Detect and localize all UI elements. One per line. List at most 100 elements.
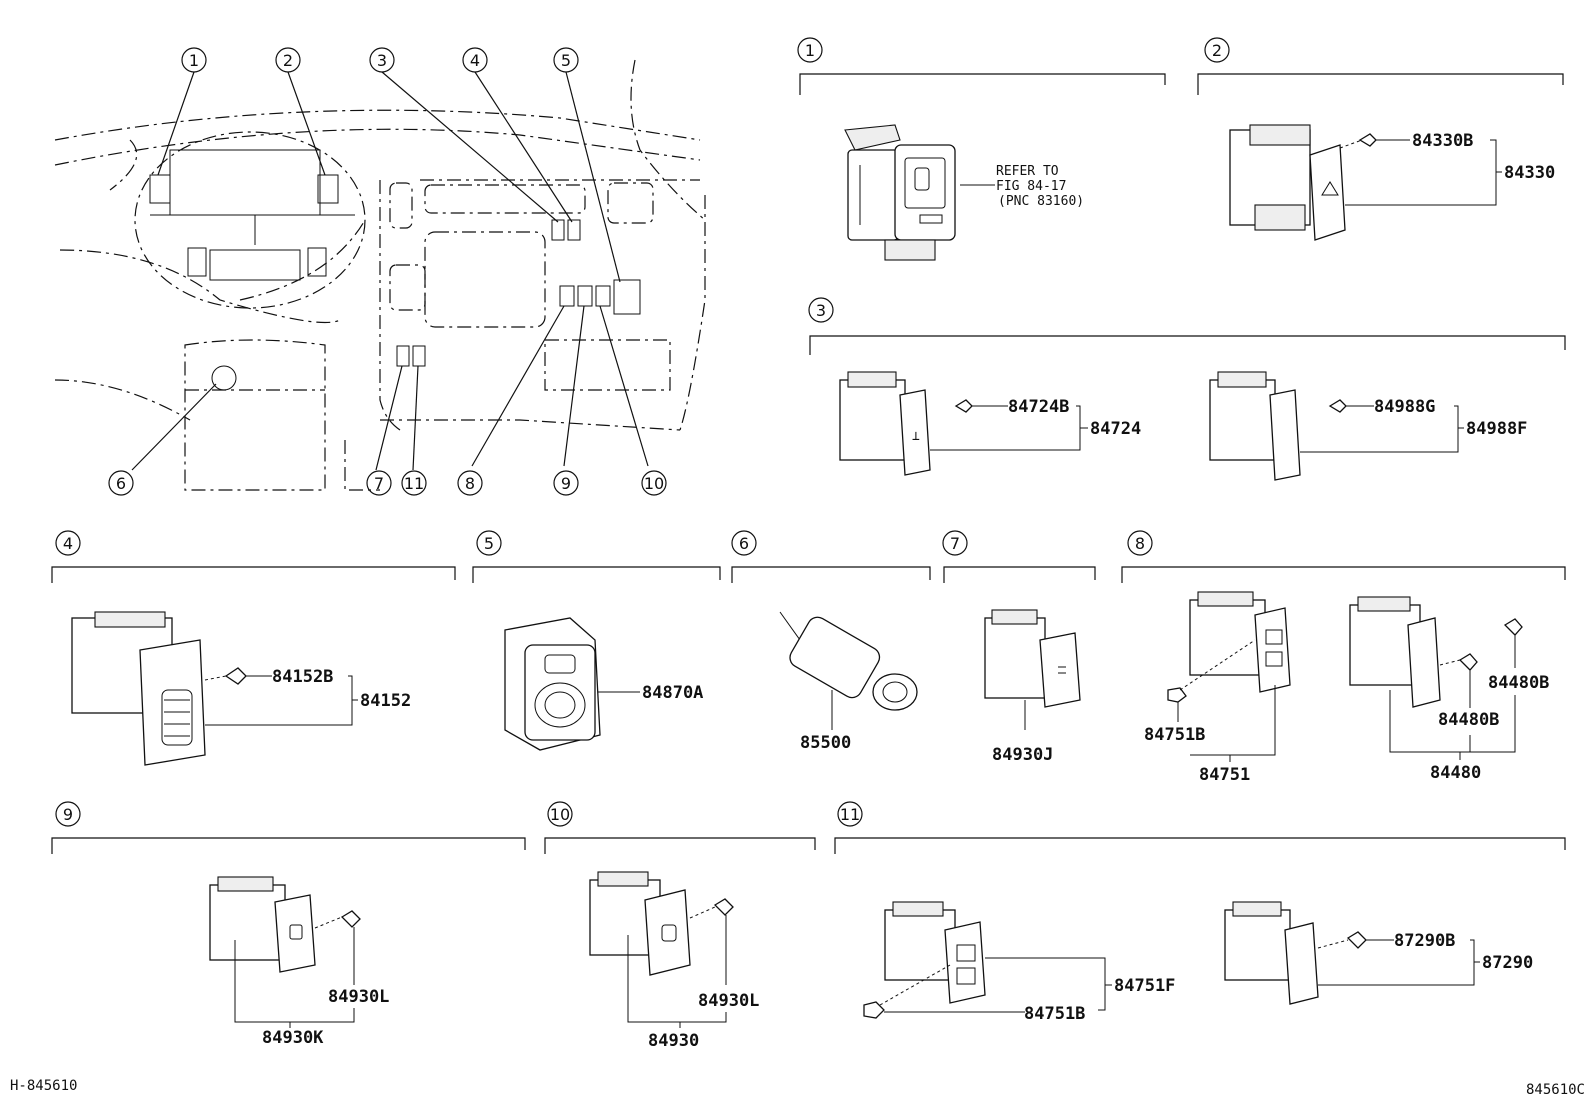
screw-87290B [1346, 931, 1367, 949]
screw-84152B [224, 667, 247, 685]
section-5-label: 5 [484, 534, 494, 553]
part-84930L-9: 84930L [328, 987, 389, 1007]
overview-callouts: 1 2 3 4 5 6 7 11 8 9 10 [108, 47, 667, 496]
callout-1: 1 [181, 47, 207, 73]
callout-4: 4 [462, 47, 488, 73]
refer-line-1: REFER TO [996, 164, 1059, 179]
part-84930J: 84930J [992, 745, 1053, 765]
part-87290: 87290 [1482, 953, 1533, 973]
svg-text:9: 9 [561, 474, 571, 493]
switch-part-2 [1229, 124, 1346, 241]
section-9-label: 9 [63, 805, 73, 824]
section-10: 10 84930L 84930 [544, 801, 816, 1051]
switch-part-87290 [1224, 901, 1319, 1005]
part-87290B: 87290B [1394, 931, 1455, 951]
section-11: 11 84751F 84751B 87290B 87290 [834, 801, 1566, 1024]
part-84930K: 84930K [262, 1028, 324, 1048]
switch-part-84930J [984, 609, 1081, 708]
section-4-label: 4 [63, 534, 73, 553]
switch-part-84152 [71, 611, 206, 766]
section-4: 4 84152B 84152 [51, 530, 456, 766]
section-3-label: 3 [816, 301, 826, 320]
part-84152B: 84152B [272, 667, 333, 687]
part-84751: 84751 [1199, 765, 1250, 785]
cigarette-lighter-85500 [779, 611, 918, 711]
screw-84930L-9 [340, 910, 361, 928]
svg-text:5: 5 [561, 51, 571, 70]
part-84480: 84480 [1430, 763, 1481, 783]
svg-text:8: 8 [465, 474, 475, 493]
part-84480B-center: 84480B [1438, 710, 1499, 730]
section-1-label: 1 [805, 41, 815, 60]
svg-text:7: 7 [374, 474, 384, 493]
callout-10: 10 [641, 470, 667, 496]
section-10-label: 10 [550, 805, 570, 824]
screw-84724B [954, 399, 973, 413]
screw-84480B-b [1503, 618, 1523, 636]
part-84930: 84930 [648, 1031, 699, 1051]
part-84480B-right: 84480B [1488, 673, 1549, 693]
part-84870A: 84870A [642, 683, 703, 703]
part-84988G: 84988G [1374, 397, 1435, 417]
section-7: 7 84930J [942, 530, 1096, 765]
switch-part-84751 [1189, 591, 1291, 693]
part-84152: 84152 [360, 691, 411, 711]
svg-text:10: 10 [644, 474, 664, 493]
section-6: 6 85500 [731, 530, 931, 753]
section-2: 2 84330B 84330 [1197, 37, 1564, 241]
part-84751B: 84751B [1144, 725, 1205, 745]
callout-11: 11 [401, 470, 427, 496]
part-84724: 84724 [1090, 419, 1141, 439]
part-84724B: 84724B [1008, 397, 1069, 417]
dashboard-overview [54, 59, 706, 491]
callout-3: 3 [369, 47, 395, 73]
refer-line-3: (PNC 83160) [998, 194, 1084, 209]
callout-6: 6 [108, 470, 134, 496]
part-84751B-11: 84751B [1024, 1004, 1085, 1024]
screw-84930L-10 [713, 898, 734, 916]
section-2-label: 2 [1212, 41, 1222, 60]
section-1: 1 REFER TO FIG 84-17 (PNC 83160) [797, 37, 1166, 261]
part-85500: 85500 [800, 733, 851, 753]
screw-84751B [1167, 687, 1187, 703]
part-84330: 84330 [1504, 163, 1555, 183]
refer-line-2: FIG 84-17 [996, 179, 1066, 194]
screw-84988G [1328, 399, 1347, 413]
part-84751F: 84751F [1114, 976, 1175, 996]
switch-part-1 [844, 124, 956, 261]
part-84330B: 84330B [1412, 131, 1473, 151]
svg-text:2: 2 [283, 51, 293, 70]
section-3: 3 ⊥ 84724B 84724 84988G 84988F [808, 297, 1566, 481]
callout-2: 2 [275, 47, 301, 73]
part-84930L-10: 84930L [698, 991, 759, 1011]
doc-id-left: H-845610 [10, 1078, 77, 1094]
section-6-label: 6 [739, 534, 749, 553]
switch-part-84480 [1349, 596, 1441, 708]
svg-text:6: 6 [116, 474, 126, 493]
screw-84330B [1358, 133, 1377, 147]
svg-text:3: 3 [377, 51, 387, 70]
svg-text:1: 1 [189, 51, 199, 70]
screw-84751B-11 [863, 1001, 885, 1019]
section-8: 8 84751B 84751 84480B 84480B 8448 [1121, 530, 1566, 785]
callout-7: 7 [366, 470, 392, 496]
section-5: 5 84870A [472, 530, 721, 751]
switch-part-84724: ⊥ [839, 371, 931, 476]
switch-part-84930K [209, 876, 316, 973]
doc-id-right: 845610C [1526, 1082, 1585, 1098]
switch-part-84751F [884, 901, 986, 1004]
section-8-label: 8 [1135, 534, 1145, 553]
screw-84480B-a [1458, 653, 1478, 671]
callout-9: 9 [553, 470, 579, 496]
svg-text:⊥: ⊥ [912, 429, 920, 444]
svg-text:11: 11 [404, 474, 424, 493]
switch-part-84988 [1209, 371, 1301, 481]
svg-text:4: 4 [470, 51, 480, 70]
section-11-label: 11 [840, 805, 860, 824]
part-84988F: 84988F [1466, 419, 1527, 439]
section-7-label: 7 [950, 534, 960, 553]
switch-part-84930 [589, 871, 691, 976]
switch-part-84870A [504, 617, 601, 751]
callout-5: 5 [553, 47, 579, 73]
